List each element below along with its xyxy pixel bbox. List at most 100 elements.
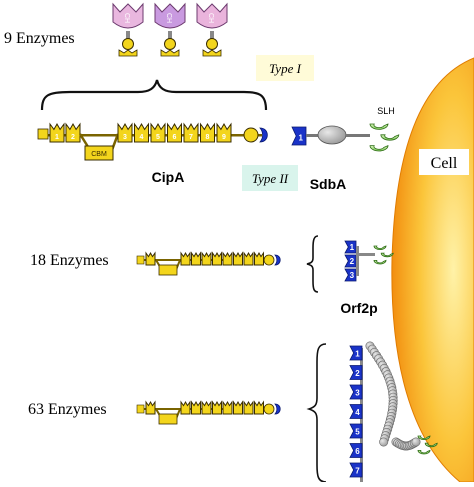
type2-cohesin: 1: [349, 345, 363, 361]
cohesin-module: [145, 251, 156, 266]
type2-cohesin-label: 6: [355, 447, 360, 456]
orf2p-brace: [306, 235, 319, 293]
cohesin-module: 5: [150, 122, 166, 143]
enzyme-2: CH: [154, 2, 186, 57]
type-1-label-box: Type I: [256, 55, 314, 81]
enzyme-catalytic-label: CH: [165, 13, 172, 23]
cohesin-module: 9: [216, 122, 232, 143]
scaffold-cbm: [158, 413, 178, 425]
long-scaffold-brace: [306, 343, 327, 483]
type-2-label: Type II: [252, 171, 289, 186]
type2-cohesin-label: 2: [355, 369, 360, 378]
type2-cohesin: 3: [344, 268, 357, 282]
type2-cohesin: 1: [344, 240, 357, 254]
type2-cohesin: 2: [349, 365, 363, 380]
cohesin-label: 1: [55, 134, 59, 141]
enzymes-9-label: 9 Enzymes: [4, 30, 75, 47]
type2-cohesin: 1: [291, 126, 307, 146]
cohesin-module: [233, 400, 243, 415]
cohesin-module: [243, 400, 254, 415]
type2-cohesin-label: 3: [350, 271, 355, 280]
type2-cohesin: 2: [344, 254, 357, 268]
scaffold-type2-dockerin: [274, 403, 281, 415]
scaffold-hydrophilic-domain: [263, 254, 275, 266]
type2-cohesin: 6: [349, 443, 363, 458]
sdba-linker-domain: [317, 125, 347, 145]
cohesin-label: 2: [71, 134, 75, 141]
long-anchor-scaffold: 1 2 3 4 5 6 7: [349, 341, 438, 482]
cbm-label: CBM: [91, 151, 107, 158]
cohesin-module: [233, 251, 243, 266]
sdba-slh-domains: [369, 123, 400, 152]
cohesin-module: [212, 251, 222, 266]
cohesin-module: [243, 251, 254, 266]
cohesin-module: [180, 251, 191, 266]
enzymes-63-label: 63 Enzymes: [28, 401, 107, 418]
type2-cohesin-label: 1: [298, 134, 303, 143]
type-2-label-box: Type II: [242, 165, 298, 191]
cipa-type2-dockerin: [259, 127, 268, 143]
sdba-label: SdbA: [310, 176, 347, 192]
cohesin-module: 7: [183, 122, 199, 143]
scaffold-type2-dockerin: [274, 254, 281, 266]
scaffold-hydrophilic-domain: [263, 403, 275, 415]
scaffold-18: [136, 251, 281, 276]
cohesin-module: 8: [200, 122, 215, 143]
orf2p-label: Orf2p: [340, 300, 377, 316]
cohesin-label: 7: [189, 134, 193, 141]
type2-cohesin-label: 2: [350, 257, 355, 266]
cohesin-module: 4: [134, 122, 149, 143]
scaffold-end-module: [136, 404, 145, 414]
cohesin-label: 5: [156, 134, 160, 141]
enzyme-3: CH: [196, 2, 228, 57]
cohesin-module: 2: [65, 122, 81, 143]
cipa-end-module: [37, 128, 49, 140]
enzyme-dockerin: [164, 38, 176, 50]
cohesin-module: [254, 400, 264, 415]
cohesin-module: [180, 400, 191, 415]
enzymes-18-label: 18 Enzymes: [30, 252, 109, 269]
cohesin-module: [254, 251, 264, 266]
type2-cohesin-label: 5: [355, 428, 360, 437]
cohesin-module: [191, 251, 201, 266]
cohesin-module: 1: [49, 122, 65, 143]
enzyme-catalytic-label: CH: [207, 13, 214, 23]
linker-bead: [379, 437, 389, 447]
sdba-anchor: 1: [291, 123, 400, 152]
enzyme-catalytic-label: CH: [123, 13, 130, 23]
cohesin-module: 3: [117, 122, 133, 143]
type2-cohesin: 5: [349, 423, 363, 439]
cipa-brace: [40, 79, 268, 111]
type-1-label: Type I: [269, 61, 302, 76]
scaffold-cbm: [158, 264, 178, 276]
cohesin-module: [222, 400, 233, 415]
cohesin-label: 9: [222, 134, 226, 141]
cell-label-box: [419, 149, 469, 175]
slh-label: SLH: [377, 106, 395, 116]
cohesin-label: 3: [123, 134, 127, 141]
scaffold-63: [136, 400, 281, 425]
cbm-module: CBM: [84, 145, 114, 161]
cohesin-module: 6: [167, 122, 182, 143]
cell-label: Cell: [431, 155, 458, 172]
type2-cohesin-label: 1: [355, 350, 360, 359]
cipa-label: CipA: [152, 169, 185, 185]
enzyme-1: CH: [112, 2, 144, 57]
type2-cohesin: 7: [349, 462, 363, 478]
long-anchor-slh-domains: [417, 435, 438, 455]
scaffold-end-module: [136, 255, 145, 265]
enzyme-dockerin: [122, 38, 134, 50]
free-enzymes: CH CH CH: [112, 2, 228, 57]
cell: Cell: [391, 57, 474, 483]
cohesin-module: [145, 400, 156, 415]
type2-cohesin: 4: [349, 404, 363, 419]
linker-bead: [411, 437, 421, 447]
type2-cohesin: 3: [349, 384, 363, 400]
type2-cohesin-label: 1: [350, 243, 355, 252]
cohesin-module: [222, 251, 233, 266]
orf2p-slh-domains: [373, 245, 394, 265]
cohesin-module: [212, 400, 222, 415]
cipa-hydrophilic-domain: [243, 127, 259, 143]
